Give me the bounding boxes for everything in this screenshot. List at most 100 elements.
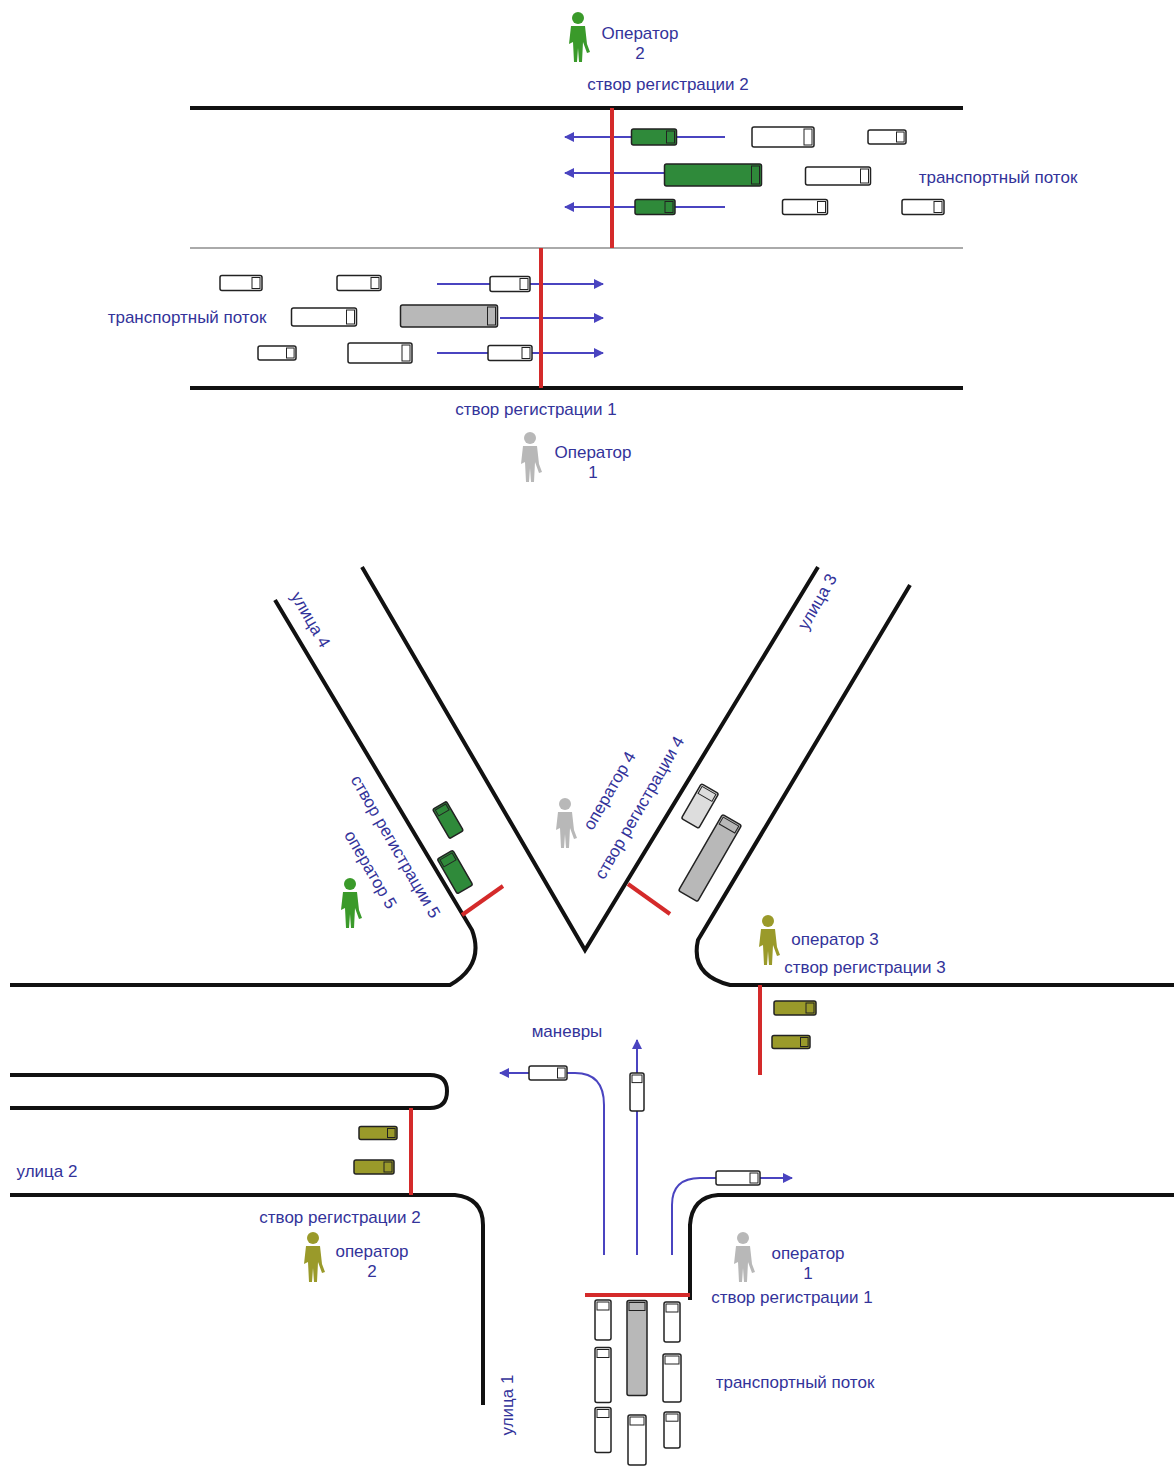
vehicle-body [868, 130, 906, 144]
vehicle [774, 1001, 816, 1015]
operator-figure [304, 1232, 325, 1282]
vehicle-cab [698, 786, 716, 801]
vehicle [220, 276, 262, 291]
diagram-label: улица 1 [498, 1373, 518, 1438]
vehicle [433, 801, 464, 838]
operator-head [762, 915, 774, 927]
vehicle-body [774, 1001, 816, 1015]
vehicle [220, 127, 944, 1465]
maneuver-arrow [672, 1178, 792, 1255]
vehicle [258, 346, 296, 360]
vehicle [902, 200, 944, 215]
vehicle-body [663, 1354, 681, 1402]
registration-line [409, 1108, 413, 1195]
vehicle-body [630, 1073, 644, 1111]
vehicle-body [772, 1036, 810, 1049]
flow-arrow [565, 172, 665, 174]
vehicle [348, 343, 412, 363]
road-edge [690, 1195, 1174, 1300]
diagram-label: улица 2 [15, 1162, 80, 1182]
vehicle-cab [597, 1302, 609, 1310]
vehicle [783, 200, 828, 215]
operator-figure [521, 432, 542, 482]
vehicle-cab [806, 1003, 814, 1013]
vehicle [401, 305, 498, 327]
vehicle-body [354, 1160, 394, 1174]
operator-head [559, 798, 571, 810]
diagram-label: оператор 3 [789, 930, 880, 950]
vehicle-cab [897, 132, 905, 142]
diagram-label: створ регистрации 1 [709, 1288, 874, 1308]
vehicle-body [595, 1300, 611, 1340]
vehicle-cab [861, 169, 869, 183]
diagram-label: оператор 1 [764, 1244, 852, 1284]
vehicle-cab [666, 1304, 678, 1312]
operator-head [572, 12, 584, 24]
diagram-label: улица 4 [285, 587, 335, 653]
operator-figure [341, 878, 362, 928]
maneuver-arrow [500, 1040, 792, 1255]
vehicle-cab [520, 279, 528, 290]
vehicle-body [665, 164, 762, 186]
operator-head [524, 432, 536, 444]
vehicle-body [348, 343, 412, 363]
vehicle-body [359, 1127, 397, 1140]
vehicle [630, 1073, 644, 1111]
road-edge [697, 585, 1174, 985]
vehicle-cab [522, 348, 530, 359]
operator-figure [759, 915, 780, 965]
vehicle [628, 1415, 646, 1465]
registration-line [610, 108, 614, 248]
vehicle-cab [804, 129, 812, 145]
registration-line [539, 248, 543, 388]
registration-line [411, 884, 760, 1295]
vehicle-cab [666, 1414, 678, 1421]
vehicle-body [258, 346, 296, 360]
lane-divider [190, 247, 963, 249]
vehicle-body [752, 127, 814, 147]
road-edge [10, 600, 476, 985]
vehicle [632, 129, 677, 145]
diagram-label: створ регистрации 3 [782, 958, 947, 978]
registration-line [758, 985, 762, 1075]
vehicle-cab [934, 202, 942, 213]
vehicle-cab [388, 1129, 396, 1138]
vehicle-body [664, 1302, 680, 1342]
vehicle [772, 1036, 810, 1049]
vehicle-body [337, 276, 381, 291]
vehicle [595, 1300, 611, 1340]
vehicle-cab [252, 278, 260, 289]
operator-head [737, 1232, 749, 1244]
vehicle [665, 164, 762, 186]
vehicle [681, 784, 718, 829]
vehicle-cab [665, 1356, 679, 1364]
operator-body [341, 892, 362, 928]
vehicle-cab [719, 817, 739, 833]
vehicle-cab [629, 1303, 645, 1311]
vehicle-body [627, 1301, 647, 1396]
registration-line [541, 108, 612, 388]
vehicle-cab [435, 804, 449, 816]
vehicle-cab [750, 1173, 758, 1183]
operator-figure [569, 12, 590, 62]
vehicle-cab [630, 1417, 644, 1425]
vehicle-body [628, 1415, 646, 1465]
operator-head [307, 1232, 319, 1244]
vehicle-body [681, 784, 718, 829]
operator-figure [556, 798, 577, 848]
vehicle-cab [384, 1162, 392, 1172]
vehicle [437, 850, 473, 894]
vehicle [627, 1301, 647, 1396]
flow-arrow [500, 317, 603, 319]
vehicle-cab [632, 1075, 642, 1083]
vehicle [354, 1160, 394, 1174]
diagram-label: транспортный поток [106, 308, 269, 328]
vehicle-body [529, 1066, 567, 1080]
vehicle-cab [801, 1038, 809, 1047]
vehicle [664, 1412, 680, 1448]
maneuver-arrow [500, 1073, 604, 1255]
diagram-label: Оператор 2 [596, 24, 684, 64]
operator-body [304, 1246, 325, 1282]
